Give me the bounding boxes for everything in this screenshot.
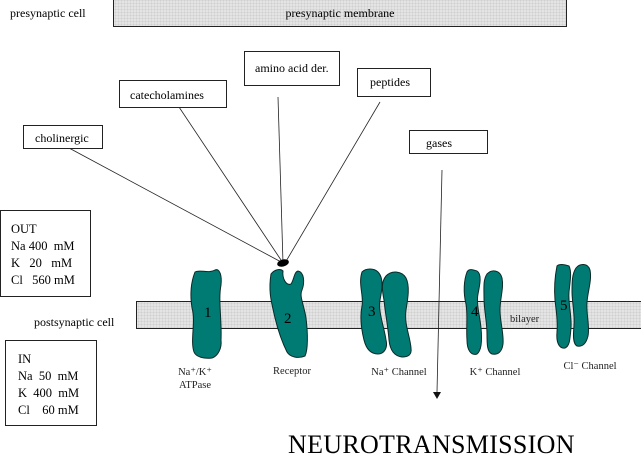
- ion-box-out: OUT Na 400 mM K 20 mM Cl 560 mM: [0, 210, 91, 297]
- protein-5-shape-a: [554, 263, 572, 349]
- protein-4-number: 4: [471, 304, 479, 320]
- ion-box-in: IN Na 50 mM K 400 mM Cl 60 mM: [5, 340, 97, 426]
- arrow-gases: [436, 169, 443, 393]
- ion-out-cl: Cl 560 mM: [11, 273, 75, 287]
- presynaptic-membrane: presynaptic membrane: [113, 0, 567, 27]
- nt-box-peptides: peptides: [357, 68, 431, 97]
- protein-3-shape-b: [381, 271, 412, 358]
- nt-box-gases: gases: [409, 130, 488, 154]
- protein-2-shape: [269, 269, 308, 358]
- protein-5-shape-b: [571, 264, 592, 347]
- protein-4-label: K⁺ Channel: [469, 367, 521, 378]
- protein-5-label: Cl⁻ Channel: [563, 361, 617, 372]
- ion-out-na: Na 400 mM: [11, 239, 75, 253]
- arrow-peptides: [284, 101, 381, 264]
- arrow-cholinergic: [68, 147, 284, 264]
- protein-4-shape-b: [483, 270, 504, 355]
- ion-in-cl: Cl 60 mM: [18, 403, 79, 417]
- nt-box-amino-acid-der: amino acid der.: [244, 51, 340, 86]
- protein-3-number: 3: [368, 304, 376, 320]
- ion-in-na: Na 50 mM: [18, 369, 79, 383]
- presynaptic-membrane-label: presynaptic membrane: [285, 6, 395, 20]
- protein-2-label: Receptor: [273, 366, 311, 377]
- ion-in-k: K 400 mM: [18, 386, 80, 400]
- protein-3-label: Na⁺ Channel: [371, 367, 427, 378]
- ion-out-heading: OUT: [11, 222, 37, 236]
- protein-1-shape: [190, 269, 222, 359]
- presynaptic-cell-label: presynaptic cell: [10, 6, 86, 20]
- protein-3-shape-a: [360, 268, 387, 355]
- nt-box-cholinergic: cholinergic: [23, 125, 103, 149]
- protein-4-shape-a: [463, 269, 482, 355]
- nt-box-catecholamines: catecholamines: [119, 80, 227, 108]
- ion-out-k: K 20 mM: [11, 256, 73, 270]
- arrow-catecholamines: [178, 106, 284, 264]
- protein-1-label: Na⁺/K⁺ ATPase: [160, 366, 230, 392]
- protein-1-label-line1: Na⁺/K⁺: [178, 367, 212, 378]
- neurotransmitter-binding-icon: [277, 259, 289, 267]
- diagram-title: NEUROTRANSMISSION: [288, 430, 575, 459]
- bilayer-label: bilayer: [510, 314, 540, 325]
- ion-in-heading: IN: [18, 352, 32, 366]
- protein-2-number: 2: [284, 311, 292, 327]
- arrowhead-gases: [433, 392, 441, 399]
- protein-1-number: 1: [204, 305, 212, 321]
- arrow-amino-acid: [277, 96, 284, 264]
- protein-5-number: 5: [560, 298, 568, 314]
- postsynaptic-cell-label: postsynaptic cell: [34, 315, 115, 329]
- protein-1-label-line2: ATPase: [178, 380, 212, 391]
